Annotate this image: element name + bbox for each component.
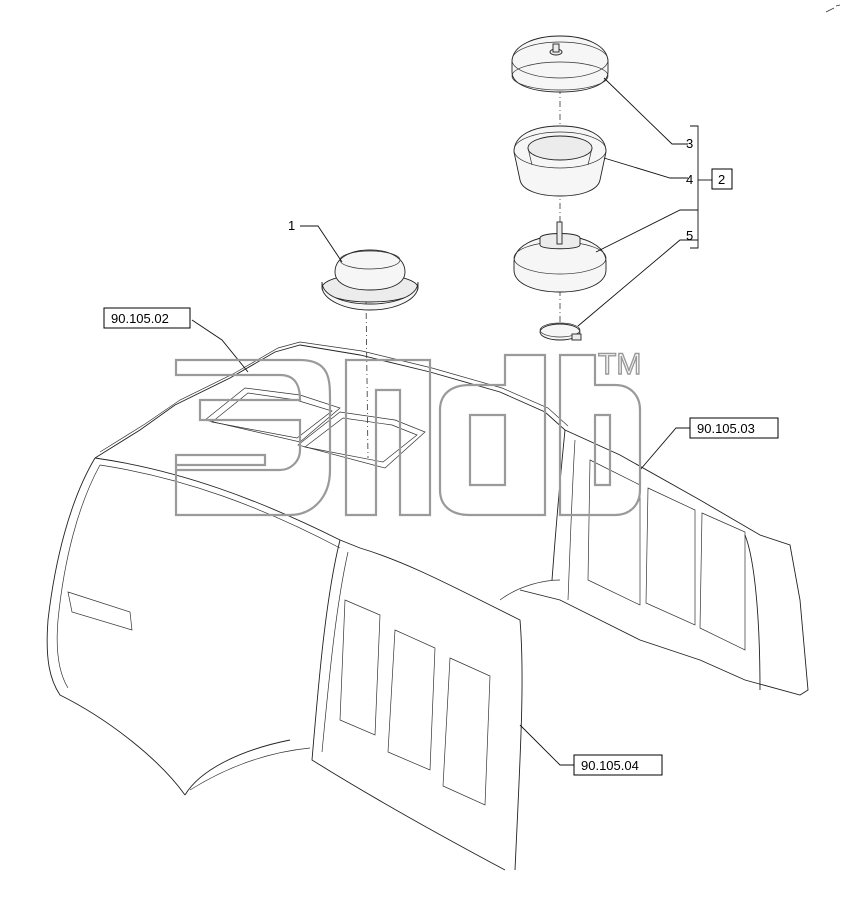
reference-90-105-04[interactable]: 90.105.04 [573, 754, 663, 776]
callout-4: 4 [686, 172, 693, 187]
part-top-cover [511, 35, 609, 93]
callout-2-box [711, 168, 733, 190]
watermark-trademark: TM [598, 348, 641, 381]
reference-90-105-03[interactable]: 90.105.03 [689, 417, 779, 439]
leader-lines [191, 77, 712, 766]
part-bowl [513, 221, 607, 293]
reference-label-left: 90.105.02 [111, 311, 169, 326]
callout-3: 3 [686, 136, 693, 151]
part-clamp [539, 322, 582, 341]
callout-5: 5 [686, 228, 693, 243]
callout-2: 2 [718, 172, 725, 187]
corner-mark-icon [825, 4, 841, 13]
watermark-logo: TM [174, 347, 642, 517]
part-cap [321, 249, 419, 311]
reference-label-bottom: 90.105.04 [581, 758, 639, 773]
cab-body [46, 341, 809, 871]
reference-90-105-02[interactable]: 90.105.02 [103, 307, 191, 329]
part-filter-element [513, 125, 607, 197]
reference-label-right: 90.105.03 [697, 421, 755, 436]
callout-1: 1 [288, 218, 295, 233]
